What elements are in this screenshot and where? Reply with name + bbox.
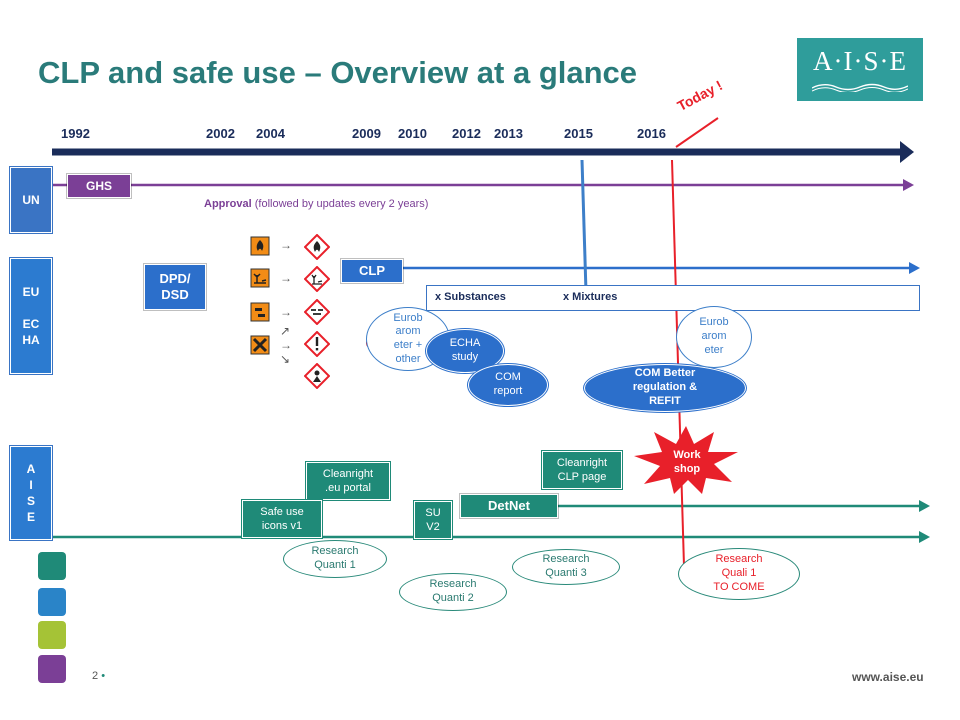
year-1992: 1992 [61, 126, 90, 141]
tab-aise: A I S E [10, 446, 52, 540]
environment-symbol-icon [250, 268, 270, 288]
year-2002: 2002 [206, 126, 235, 141]
flame-symbol-icon [250, 236, 270, 256]
arrow-right-icon: → [280, 271, 292, 285]
logo-text: A·I·S·E [813, 46, 907, 76]
safe-use-icons-box: Safe use icons v1 [242, 500, 322, 538]
arrow-down-right-icon: ↘ [280, 352, 291, 366]
substances-mixtures-box: x Substances x Mixtures [426, 285, 920, 311]
com-report-ellipse: COM report [468, 364, 548, 406]
un-arrowhead [903, 179, 914, 191]
irritant-symbol-icon [250, 302, 270, 322]
year-2013: 2013 [494, 126, 523, 141]
ghs-tag: GHS [67, 174, 131, 198]
year-2012: 2012 [452, 126, 481, 141]
ghs-health-hazard-icon [304, 363, 330, 389]
ghs-flame-icon [304, 234, 330, 260]
ghs-corrosion-icon [304, 299, 330, 325]
research-quali-1-ellipse: Research Quali 1 TO COME [678, 548, 800, 600]
arrow-right-icon: → [280, 338, 292, 352]
mixtures-label: x Mixtures [563, 291, 618, 303]
footer-url[interactable]: www.aise.eu [852, 670, 924, 684]
cleanright-clp-box: Cleanright CLP page [542, 451, 622, 489]
aise-logo: A·I·S·E [797, 38, 923, 101]
today-pointer [675, 117, 719, 148]
substances-label: x Substances [435, 291, 506, 303]
deco-square-lime [38, 621, 66, 649]
com-better-regulation-ellipse: COM Better regulation & REFIT [584, 364, 746, 412]
year-2016: 2016 [637, 126, 666, 141]
page-number: 2 • [92, 670, 105, 682]
aise-arrowhead [919, 531, 930, 543]
su-v2-box: SU V2 [414, 501, 452, 539]
clp-arrowhead [909, 262, 920, 274]
arrow-right-icon: → [280, 238, 292, 252]
arrow-up-right-icon: ↗ [280, 324, 291, 338]
dpd-dsd-tag: DPD/ DSD [144, 264, 206, 310]
slide-title: CLP and safe use – Overview at a glance [38, 55, 638, 90]
main-timeline-arrowhead [900, 141, 914, 163]
approval-bold: Approval [204, 198, 252, 210]
ghs-environment-icon [304, 266, 330, 292]
research-quanti-3-ellipse: Research Quanti 3 [512, 549, 620, 585]
eurobarometer-ellipse: Eurob arom eter [676, 306, 752, 368]
deco-square-blue [38, 588, 66, 616]
logo-wave-icon [812, 83, 908, 92]
year-2004: 2004 [256, 126, 285, 141]
research-quanti-1-ellipse: Research Quanti 1 [283, 540, 387, 578]
deco-square-purple [38, 655, 66, 683]
detnet-arrowhead [919, 500, 930, 512]
year-2010: 2010 [398, 126, 427, 141]
year-2015: 2015 [564, 126, 593, 141]
approval-note: Approval (followed by updates every 2 ye… [204, 198, 428, 210]
page-number-text: 2 [92, 670, 99, 682]
tab-un: UN [10, 167, 52, 233]
approval-rest: (followed by updates every 2 years) [254, 198, 429, 210]
cleanright-portal-box: Cleanright .eu portal [306, 462, 390, 500]
ghs-exclamation-icon [304, 331, 330, 357]
today-line [671, 159, 685, 567]
deco-square-teal [38, 552, 66, 580]
clp-2015-marker [580, 159, 588, 293]
year-2009: 2009 [352, 126, 381, 141]
workshop-burst-icon [634, 426, 738, 494]
bullet-dot-icon: • [101, 670, 106, 682]
clp-tag: CLP [341, 259, 403, 283]
workshop-label: Work shop [673, 449, 701, 476]
harmful-x-symbol-icon [250, 335, 270, 355]
research-quanti-2-ellipse: Research Quanti 2 [399, 573, 507, 611]
tab-eu-echa: EU EC HA [10, 258, 52, 374]
arrow-right-icon: → [280, 305, 292, 319]
detnet-tag: DetNet [460, 494, 558, 518]
